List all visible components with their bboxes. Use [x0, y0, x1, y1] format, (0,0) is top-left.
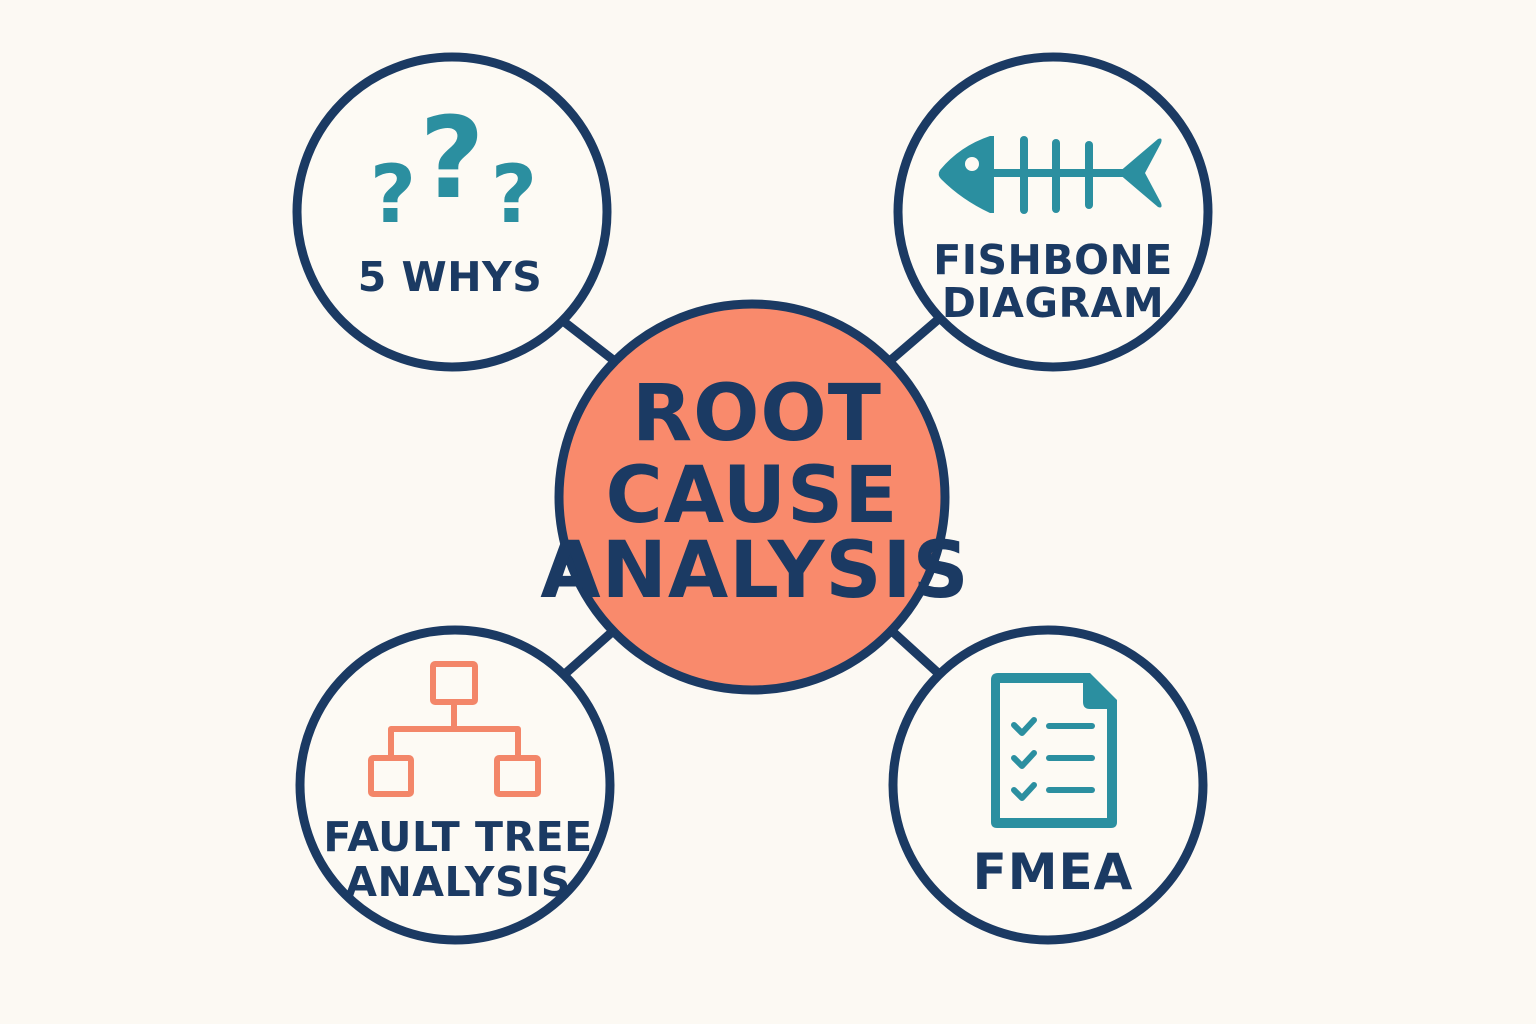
- node-fault-tree[interactable]: FAULT TREE ANALYSIS: [295, 625, 615, 945]
- connector-five-whys: [560, 317, 615, 363]
- center-node-root-cause-analysis[interactable]: ROOT CAUSE ANALYSIS: [540, 299, 969, 695]
- connector-fishbone: [888, 313, 944, 364]
- connector-fmea: [889, 628, 942, 677]
- fishbone-icon: [938, 136, 1162, 214]
- center-circle: [554, 299, 950, 695]
- center-label-line-3: ANALYSIS: [540, 526, 969, 616]
- question-marks-icon: ? ? ?: [370, 94, 537, 241]
- fault-tree-label-line-2: ANALYSIS: [345, 858, 571, 906]
- center-label-line-2: CAUSE: [605, 451, 898, 541]
- five-whys-label: 5 WHYS: [358, 253, 543, 301]
- node-fishbone[interactable]: FISHBONE DIAGRAM: [893, 52, 1213, 372]
- tree-hierarchy-icon: [368, 661, 541, 797]
- center-label-line-1: ROOT: [632, 369, 882, 459]
- fault-tree-circle: [295, 625, 615, 945]
- fishbone-circle: [893, 52, 1213, 372]
- fishbone-label-line-2: DIAGRAM: [942, 279, 1164, 327]
- question-mark-left: ?: [370, 148, 416, 241]
- question-mark-right: ?: [491, 148, 537, 241]
- fault-tree-label-line-1: FAULT TREE: [323, 813, 592, 861]
- node-five-whys[interactable]: ? ? ? 5 WHYS: [292, 52, 612, 372]
- checklist-document-icon: [991, 673, 1117, 828]
- connector-fault-tree: [563, 628, 615, 677]
- fmea-label: FMEA: [973, 843, 1134, 901]
- fishbone-label-line-1: FISHBONE: [933, 236, 1173, 284]
- connectors: [560, 313, 944, 677]
- five-whys-circle: [292, 52, 612, 372]
- question-mark-center: ?: [420, 94, 485, 224]
- node-fmea[interactable]: FMEA: [888, 625, 1208, 945]
